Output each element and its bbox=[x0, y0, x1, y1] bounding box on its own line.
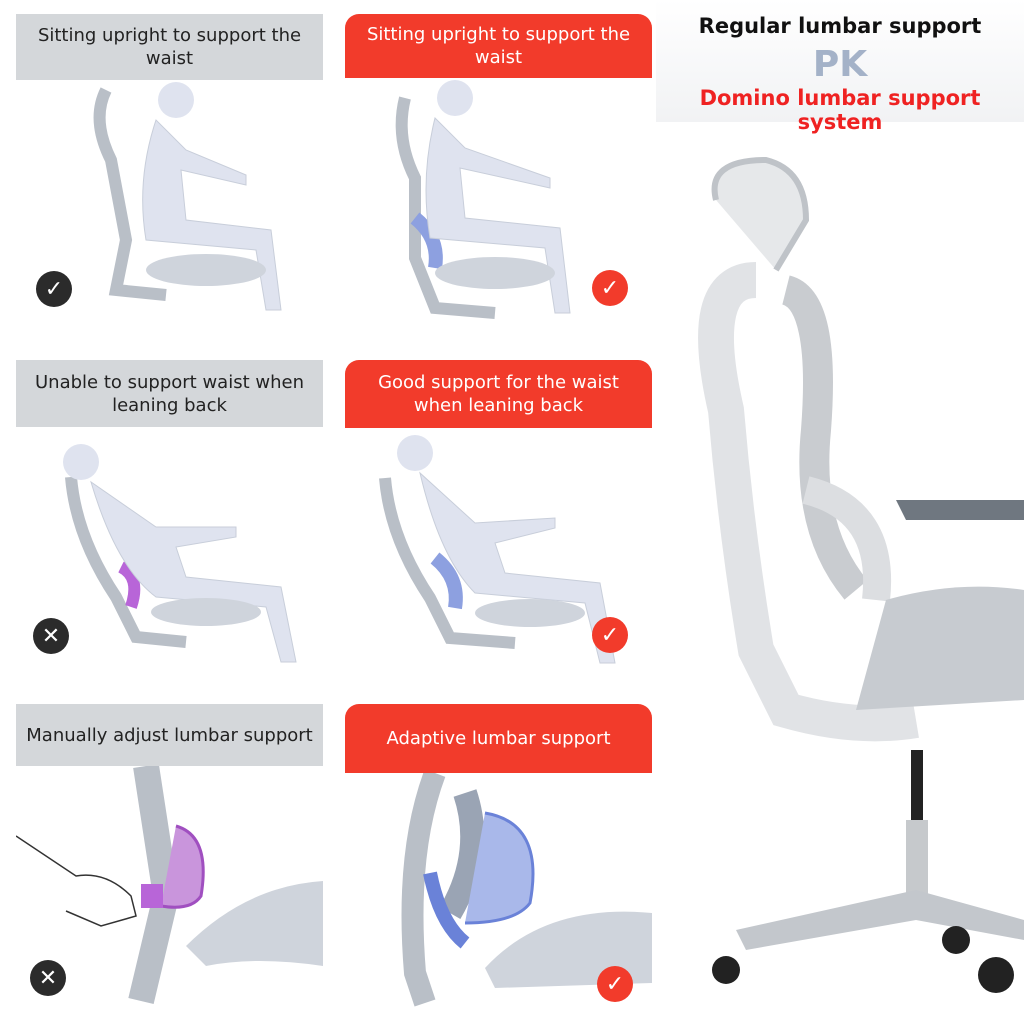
panel-domino-upright: Sitting upright to support the waist ✓ bbox=[345, 14, 652, 320]
regular-lumbar-label: Regular lumbar support bbox=[698, 14, 982, 38]
panel-title: Adaptive lumbar support bbox=[345, 704, 652, 773]
panel-title: Manually adjust lumbar support bbox=[16, 704, 323, 766]
cross-icon: ✕ bbox=[30, 960, 66, 996]
cross-icon: ✕ bbox=[33, 618, 69, 654]
check-icon: ✓ bbox=[36, 271, 72, 307]
chair-leaning-illustration bbox=[379, 435, 616, 664]
panel-title: Sitting upright to support the waist bbox=[345, 14, 652, 78]
chair-leaning-illustration bbox=[63, 444, 297, 663]
panel-regular-manual: Manually adjust lumbar support ✕ bbox=[16, 704, 323, 1008]
check-icon: ✓ bbox=[592, 617, 628, 653]
panel-regular-leaning: Unable to support waist when leaning bac… bbox=[16, 360, 323, 666]
panel-domino-leaning: Good support for the waist when leaning … bbox=[345, 360, 652, 666]
check-icon: ✓ bbox=[592, 270, 628, 306]
chair-upright-illustration bbox=[93, 82, 282, 311]
panel-title: Sitting upright to support the waist bbox=[16, 14, 323, 80]
chair-upright-illustration bbox=[395, 80, 571, 319]
domino-lumbar-label: Domino lumbar support system bbox=[699, 86, 981, 134]
comparison-heading: Regular lumbar support PK Domino lumbar … bbox=[656, 0, 1024, 134]
office-chair-product-image bbox=[698, 156, 1024, 993]
panel-title: Good support for the waist when leaning … bbox=[345, 360, 652, 428]
check-icon: ✓ bbox=[597, 966, 633, 1002]
manual-adjust-illustration bbox=[16, 766, 323, 1005]
vs-label: PK bbox=[812, 44, 868, 85]
panel-regular-upright: Sitting upright to support the waist ✓ bbox=[16, 14, 323, 320]
panel-domino-adaptive: Adaptive lumbar support ✓ bbox=[345, 704, 652, 1008]
panel-title: Unable to support waist when leaning bac… bbox=[16, 360, 323, 427]
